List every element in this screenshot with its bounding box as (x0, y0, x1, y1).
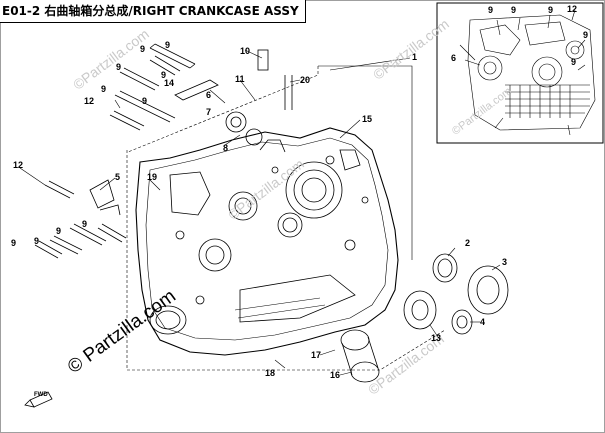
callout-2: 2 (465, 238, 471, 248)
diagram-title: E01-2 右曲轴箱分总成/RIGHT CRANKCASE ASSY (0, 0, 306, 23)
callout-9: 9 (142, 96, 148, 106)
part-8-oring (245, 128, 263, 146)
right-crankcase-body (135, 127, 399, 356)
callout-12: 12 (84, 96, 95, 106)
fwd-label: FWD (34, 392, 48, 398)
callout-13: 13 (431, 333, 442, 343)
callout-7: 7 (206, 107, 212, 117)
callout-9: 9 (34, 236, 40, 246)
callout-9: 9 (140, 44, 146, 54)
callout-9: 9 (11, 238, 17, 248)
callout-14: 14 (164, 78, 175, 88)
callout-20: 20 (300, 75, 311, 85)
callout-9: 9 (82, 219, 88, 229)
callout-1: 1 (412, 52, 418, 62)
callout-19: 19 (147, 172, 158, 182)
callout-16: 16 (330, 370, 341, 380)
callout-15: 15 (362, 114, 373, 124)
bearings-right (403, 253, 509, 335)
bolts-group-left (34, 43, 196, 259)
part-20-pipe (284, 75, 293, 110)
inset-frame (436, 2, 604, 144)
callout-6: 6 (206, 90, 212, 100)
callout-8: 8 (223, 143, 229, 153)
callout-9: 9 (161, 70, 167, 80)
part-16-bushing (340, 329, 380, 383)
callout-11: 11 (235, 74, 245, 84)
part-5-bracket (89, 179, 121, 216)
callout-9: 9 (571, 57, 577, 67)
part-14-plate (174, 79, 219, 101)
callout-12: 12 (13, 160, 24, 170)
part-10-sensor (257, 49, 269, 71)
callout-9: 9 (548, 5, 554, 15)
callout-9: 9 (101, 84, 107, 94)
inset-crankcase-view (467, 14, 596, 131)
callout-9: 9 (488, 5, 494, 15)
callout-9: 9 (56, 226, 62, 236)
callout-12: 12 (567, 4, 578, 14)
callout-9: 9 (583, 30, 589, 40)
callout-6: 6 (451, 53, 457, 63)
fwd-arrow-icon (24, 391, 53, 408)
callout-4: 4 (480, 317, 486, 327)
callout-3: 3 (502, 257, 508, 267)
callout-5: 5 (115, 172, 121, 182)
part-7 (225, 111, 247, 133)
callout-9: 9 (165, 40, 171, 50)
callout-10: 10 (240, 46, 251, 56)
callout-18: 18 (265, 368, 276, 378)
callout-9: 9 (511, 5, 517, 15)
callout-9: 9 (116, 62, 122, 72)
callout-17: 17 (311, 350, 322, 360)
